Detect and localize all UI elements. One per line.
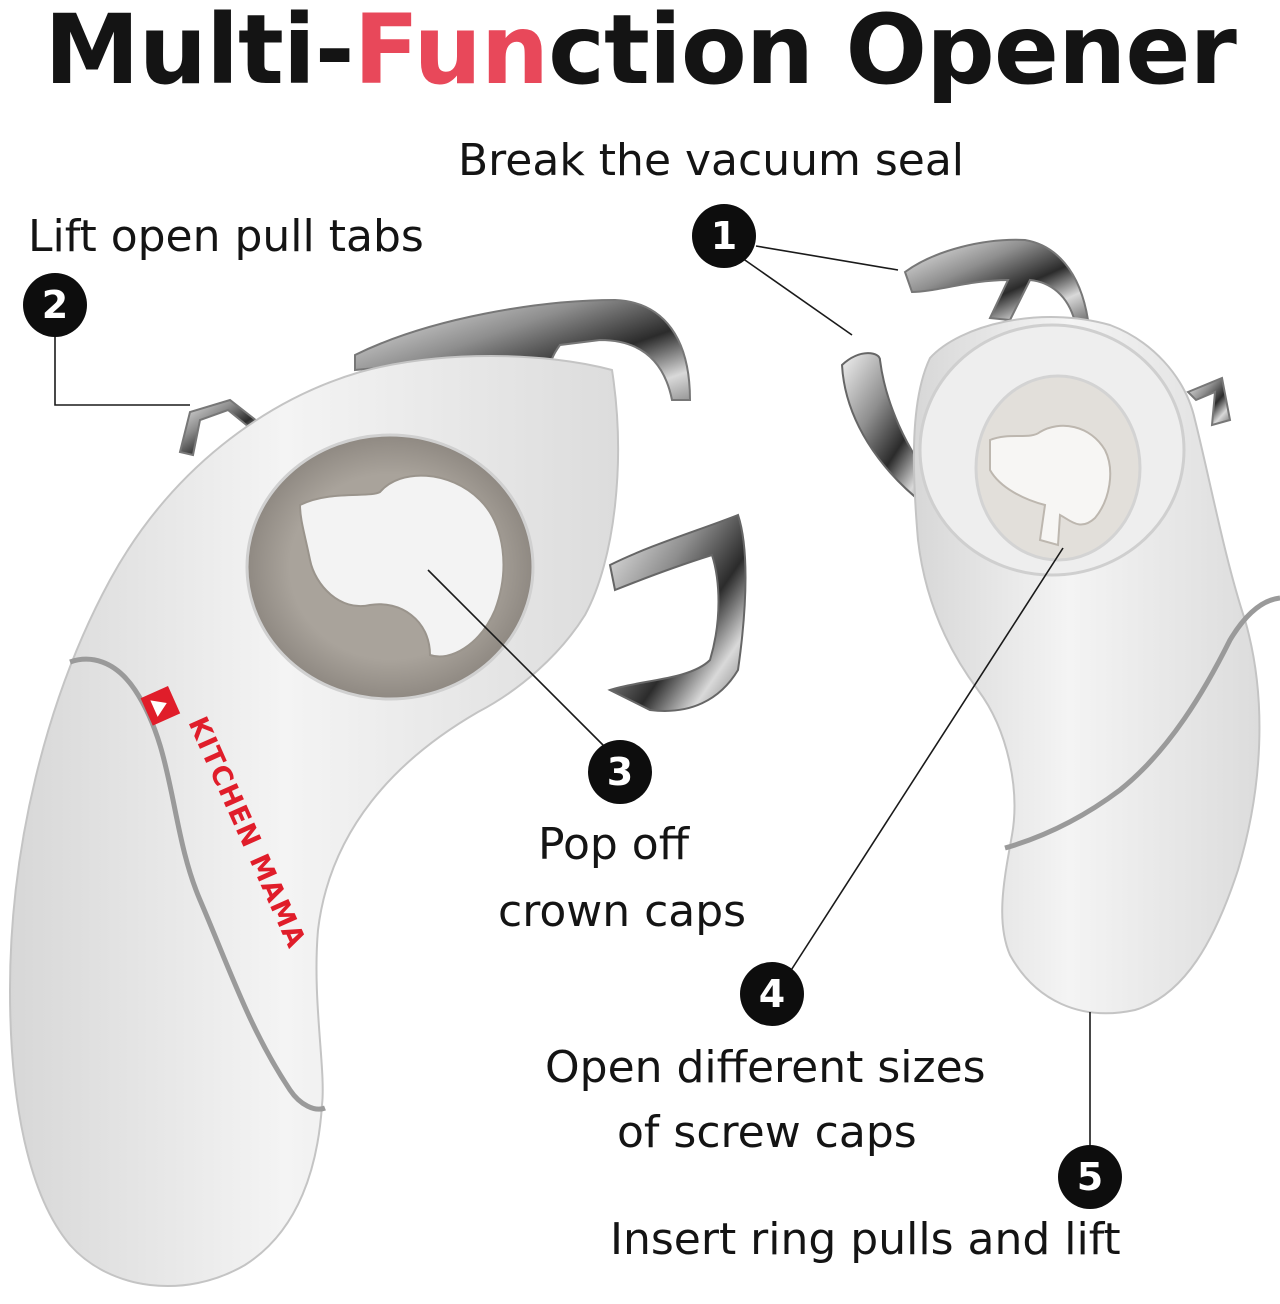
left-bottom-jaw	[607, 513, 747, 712]
left-bottle-opener-hole	[298, 474, 505, 658]
left-opener: KITCHEN MAMA	[8, 298, 747, 1288]
feature-5-number-badge: 5	[1058, 1145, 1122, 1209]
title-part-1: Multi-	[44, 0, 354, 106]
feature-3-number-badge: 3	[588, 740, 652, 804]
title-part-3: ction Opener	[548, 0, 1237, 106]
feature-5-label: Insert ring pulls and lift	[610, 1214, 1121, 1265]
feature-3-label-line-2: crown caps	[498, 886, 747, 937]
callout-lines	[54, 245, 1091, 1152]
leader-line-1b	[741, 257, 853, 336]
leader-line-4	[787, 547, 1064, 976]
feature-3-label-line-1: Pop off	[538, 819, 690, 870]
feature-4-label-line-1: Open different sizes	[545, 1042, 986, 1093]
page-title: Multi-Function Opener	[0, 0, 1280, 100]
right-bottle-opener-hole	[989, 424, 1112, 547]
feature-2-number-badge: 2	[23, 273, 87, 337]
feature-1-number-badge: 1	[692, 204, 756, 268]
title-accent: Fun	[353, 0, 549, 106]
feature-4-number-badge: 4	[740, 962, 804, 1026]
leader-line-2	[54, 335, 190, 406]
right-pull-tab-hook	[1186, 376, 1232, 427]
feature-4-label-line-2: of screw caps	[617, 1107, 917, 1158]
kitchen-mama-logo-icon	[140, 686, 181, 726]
left-wire-band	[69, 656, 326, 1112]
feature-1-label: Break the vacuum seal	[458, 135, 964, 186]
right-top-jaw	[903, 238, 1090, 324]
right-wire-band	[1004, 595, 1280, 851]
right-opener	[840, 238, 1280, 1015]
feature-2-label: Lift open pull tabs	[28, 211, 424, 262]
leader-line-3	[427, 569, 605, 747]
leader-line-1a	[755, 245, 899, 271]
